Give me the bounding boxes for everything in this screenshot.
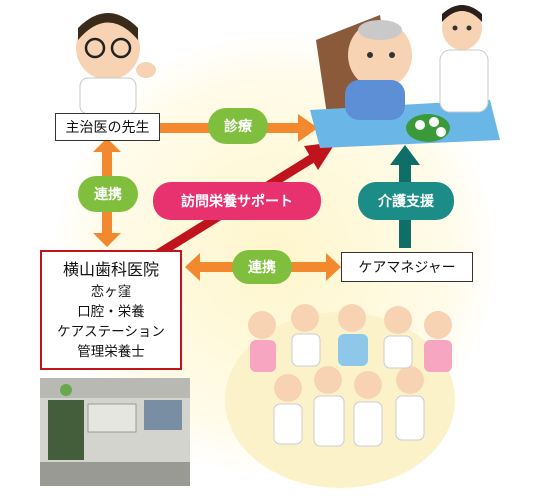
- clinic-building-photo: [40, 378, 190, 486]
- shinryo-label: 診療: [224, 119, 252, 135]
- nurse-illustration: [439, 5, 489, 113]
- care-manager-box: ケアマネジャー: [341, 252, 473, 282]
- clinic-line: ケアステーション: [57, 324, 165, 340]
- renkei-horizontal-pill: 連携: [232, 250, 292, 284]
- shinryo-pill: 診療: [208, 108, 268, 144]
- care-manager-label: ケアマネジャー: [358, 260, 456, 276]
- doctor-illustration: [76, 13, 156, 115]
- clinic-name: 横山歯科医院: [62, 260, 159, 279]
- clinic-line: 管理栄養士: [77, 344, 145, 360]
- houmon-label: 訪問栄養サポート: [181, 194, 293, 210]
- doctor-label: 主治医の先生: [65, 120, 150, 136]
- renkei-vertical-pill: 連携: [78, 176, 138, 212]
- staff-group-illustration: [225, 304, 455, 488]
- kaigo-label: 介護支援: [378, 194, 434, 210]
- clinic-line: 恋ヶ窪: [90, 284, 132, 300]
- renkei-horizontal-label: 連携: [248, 260, 276, 276]
- clinic-box: 横山歯科医院 恋ヶ窪 口腔・栄養 ケアステーション 管理栄養士: [40, 250, 182, 370]
- houmon-pill: 訪問栄養サポート: [153, 182, 321, 220]
- doctor-box: 主治医の先生: [55, 113, 160, 141]
- renkei-vertical-label: 連携: [94, 187, 122, 203]
- kaigo-pill: 介護支援: [358, 182, 454, 220]
- clinic-line: 口腔・栄養: [77, 304, 145, 320]
